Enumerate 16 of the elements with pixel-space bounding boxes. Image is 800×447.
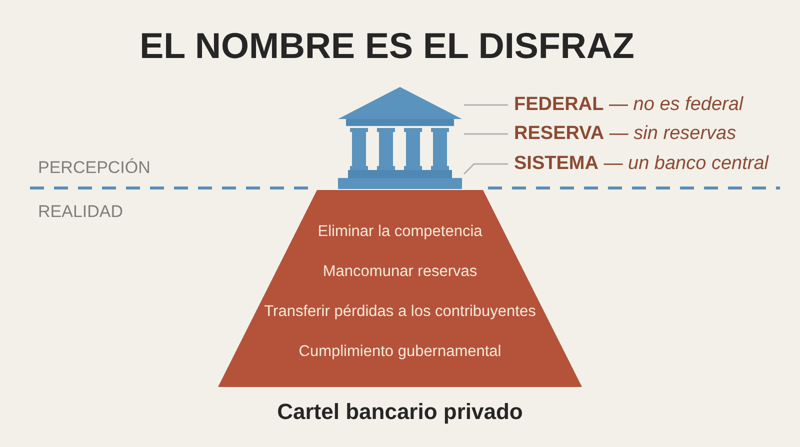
list-item-text: Eliminar la competencia — [318, 222, 482, 242]
diagram-title: EL NOMBRE ES EL DISFRAZ — [140, 24, 634, 68]
leader-line — [463, 163, 508, 175]
leader-line — [464, 133, 508, 135]
section-label: REALIDAD — [38, 201, 124, 223]
annotation-text: RESERVA — sin reservas — [508, 122, 736, 146]
annotation-text: SISTEMA — un banco central — [508, 152, 769, 176]
annotation-text: FEDERAL — no es federal — [508, 93, 744, 117]
list-item-text: Cumplimiento gubernamental — [298, 342, 502, 362]
pyramid-caption: Cartel bancario privado — [277, 399, 523, 425]
trapezoid-block — [218, 190, 582, 387]
classical-building-icon — [336, 86, 464, 189]
leader-line — [464, 104, 508, 106]
list-item-text: Transferir pérdidas a los contribuyentes — [264, 302, 536, 322]
list-item-text: Mancomunar reservas — [322, 262, 478, 282]
section-label: PERCEPCIÓN — [38, 157, 150, 179]
